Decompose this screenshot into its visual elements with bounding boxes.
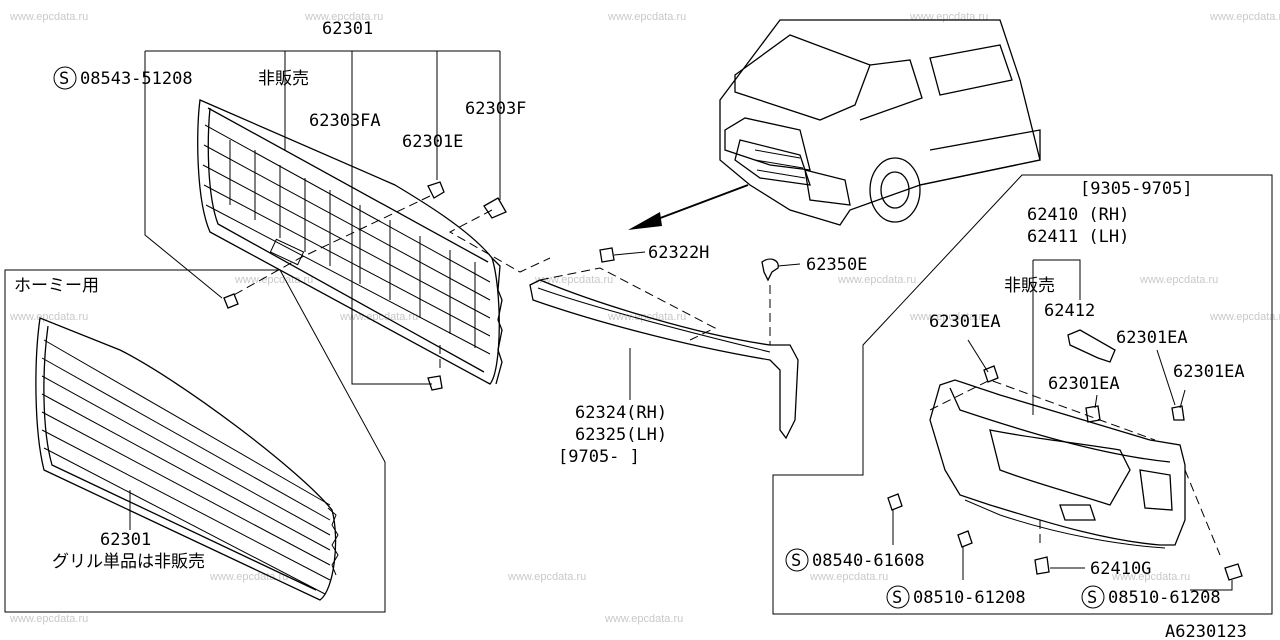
svg-text:S: S	[1087, 588, 1097, 608]
lamp-housing	[887, 329, 1243, 581]
label-grille-homy: 62301	[100, 530, 151, 550]
label-screw-2: 08510-61208	[913, 588, 1026, 608]
screw-top	[223, 293, 239, 309]
lamp-labels: [9305-9705] 62410 (RH) 62411 (LH) 非販売 62…	[785, 179, 1245, 609]
screw-symbol-icon: S	[1081, 585, 1105, 609]
watermark: www.epcdata.ru	[809, 571, 888, 583]
watermark: www.epcdata.ru	[304, 11, 383, 23]
label-grille-note: グリル単品は非販売	[52, 552, 205, 572]
watermark: www.epcdata.ru	[607, 11, 686, 23]
screw-1	[887, 493, 903, 511]
label-homy-use: ホーミー用	[14, 276, 99, 296]
watermark: www.epcdata.ru	[909, 311, 988, 323]
label-clip-ea-2: 62301EA	[1116, 328, 1188, 348]
screw-symbol-icon: S	[886, 585, 910, 609]
screw-symbol-icon: S	[53, 66, 77, 90]
label-clip-ea-4: 62301EA	[1173, 362, 1245, 382]
diagram-id: A6230123	[1165, 622, 1247, 640]
label-molding-rh: 62324(RH)	[575, 403, 667, 423]
svg-text:S: S	[59, 69, 69, 89]
homy-grille-slats	[41, 339, 331, 595]
watermark: www.epcdata.ru	[9, 11, 88, 23]
lamp-box	[772, 174, 1273, 615]
clip-ea-right	[1171, 405, 1185, 421]
label-clip-f: 62303F	[465, 99, 526, 119]
watermark: www.epcdata.ru	[339, 311, 418, 323]
label-lamp-period: [9305-9705]	[1080, 179, 1193, 199]
label-not-sold-2: 非販売	[1004, 276, 1055, 296]
label-clip-ea-1: 62301EA	[929, 312, 1001, 332]
bracket-62412	[1067, 329, 1116, 363]
homy-box: ホーミー用 62301 グリル単品は非販売	[4, 269, 386, 613]
clip-62350e	[761, 258, 779, 282]
direction-arrow	[628, 184, 749, 230]
label-clip-ea-3: 62301EA	[1048, 374, 1120, 394]
label-clip-e: 62301E	[402, 132, 463, 152]
watermark: www.epcdata.ru	[1139, 274, 1218, 286]
svg-text:S: S	[791, 551, 801, 571]
screw-3	[1224, 563, 1243, 581]
clip-ea-left	[983, 365, 999, 383]
clip-62301e	[427, 181, 445, 199]
main-grille	[197, 99, 503, 385]
label-clip-fa: 62303FA	[309, 111, 381, 131]
watermark: www.epcdata.ru	[9, 311, 88, 323]
watermark: www.epcdata.ru	[604, 613, 683, 625]
watermark: www.epcdata.ru	[209, 571, 288, 583]
label-clip-350e: 62350E	[806, 255, 867, 275]
molding-labels: 62322H 62350E 62324(RH) 62325(LH) [9705-…	[558, 243, 867, 467]
watermark: www.epcdata.ru	[234, 274, 313, 286]
label-not-sold-1: 非販売	[258, 69, 309, 89]
watermark: www.epcdata.ru	[507, 571, 586, 583]
label-molding-lh: 62325(LH)	[575, 425, 667, 445]
label-bracket: 62412	[1044, 301, 1095, 321]
lamp-leaders	[892, 259, 1233, 591]
label-screw-top: 08543-51208	[80, 69, 193, 89]
svg-text:S: S	[892, 588, 902, 608]
label-screw-1: 08540-61608	[812, 551, 925, 571]
watermark: www.epcdata.ru	[9, 613, 88, 625]
clip-ea-center	[1085, 405, 1101, 423]
van-illustration	[719, 19, 1041, 226]
main-grille-dashed	[231, 195, 551, 370]
main-grille-clips	[223, 181, 507, 391]
label-grille-main: 62301	[322, 19, 373, 39]
watermark: www.epcdata.ru	[837, 274, 916, 286]
label-lamp-rh: 62410 (RH)	[1027, 205, 1129, 225]
screw-2	[957, 530, 973, 548]
label-screw-3: 08510-61208	[1108, 588, 1221, 608]
label-molding-period: [9705- ]	[558, 447, 640, 467]
clip-62410g	[1034, 556, 1050, 575]
clip-62322h	[599, 247, 615, 263]
label-clip-h: 62322H	[648, 243, 709, 263]
watermark: www.epcdata.ru	[909, 11, 988, 23]
watermark: www.epcdata.ru	[1111, 571, 1190, 583]
clip-62303f	[483, 197, 507, 219]
main-grille-labels: 62301 S 08543-51208 非販売 62303FA 62301E 6…	[53, 19, 526, 152]
screw-symbol-icon: S	[785, 548, 809, 572]
main-grille-leaders	[144, 50, 501, 385]
watermark: www.epcdata.ru	[1209, 311, 1280, 323]
label-clip-g: 62410G	[1090, 559, 1151, 579]
label-lamp-lh: 62411 (LH)	[1027, 227, 1129, 247]
watermark: www.epcdata.ru	[534, 274, 613, 286]
clip-bottom	[427, 375, 443, 391]
molding	[529, 247, 801, 440]
watermark: www.epcdata.ru	[1209, 11, 1280, 23]
grille-main-slats	[202, 124, 491, 355]
